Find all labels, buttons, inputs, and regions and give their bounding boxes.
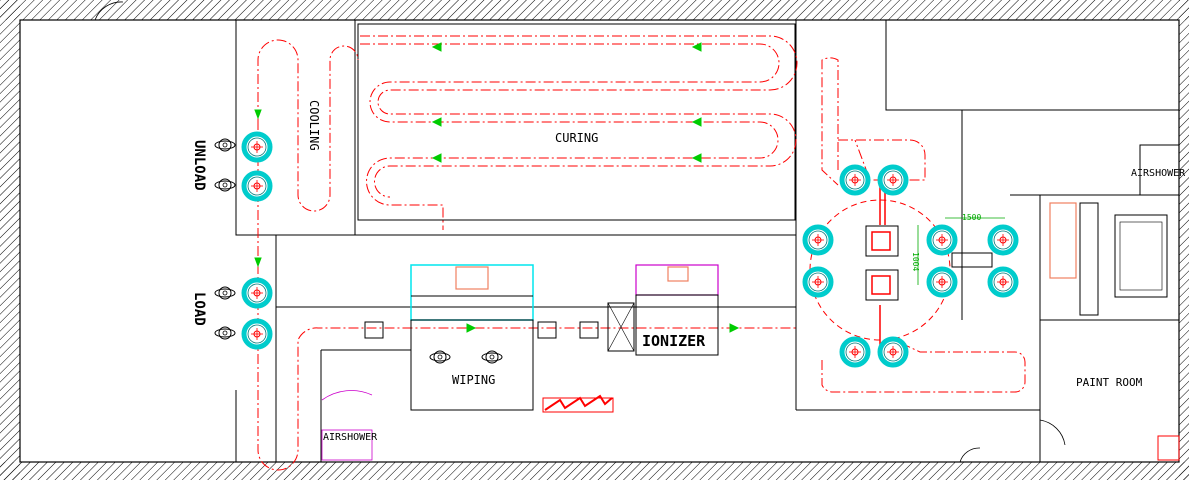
flow-arrows <box>254 42 740 333</box>
label-wiping: WIPING <box>452 373 495 387</box>
label-ionizer: IONIZER <box>642 332 706 350</box>
label-unload: UNLOAD <box>191 140 207 191</box>
label-airshower-top: AIRSHOWER <box>1131 168 1186 179</box>
label-curing: CURING <box>555 131 598 145</box>
label-load: LOAD <box>191 292 207 326</box>
label-paint-room: PAINT ROOM <box>1076 376 1143 389</box>
doors <box>94 1 1066 463</box>
curing-conveyor <box>360 35 798 230</box>
label-airshower-bottom: AIRSHOWER <box>323 432 378 443</box>
ionizer-equipment <box>607 264 719 356</box>
dim-vertical: 1004 <box>911 252 920 271</box>
wiping-equipment <box>364 264 614 413</box>
label-cooling: COOLING <box>307 100 321 151</box>
paint-room-equipment <box>1049 144 1180 461</box>
interior-walls <box>235 20 1179 462</box>
cooling-conveyor <box>257 39 796 471</box>
dim-horizontal: 1500 <box>962 213 981 222</box>
booth-robots <box>865 217 1005 301</box>
